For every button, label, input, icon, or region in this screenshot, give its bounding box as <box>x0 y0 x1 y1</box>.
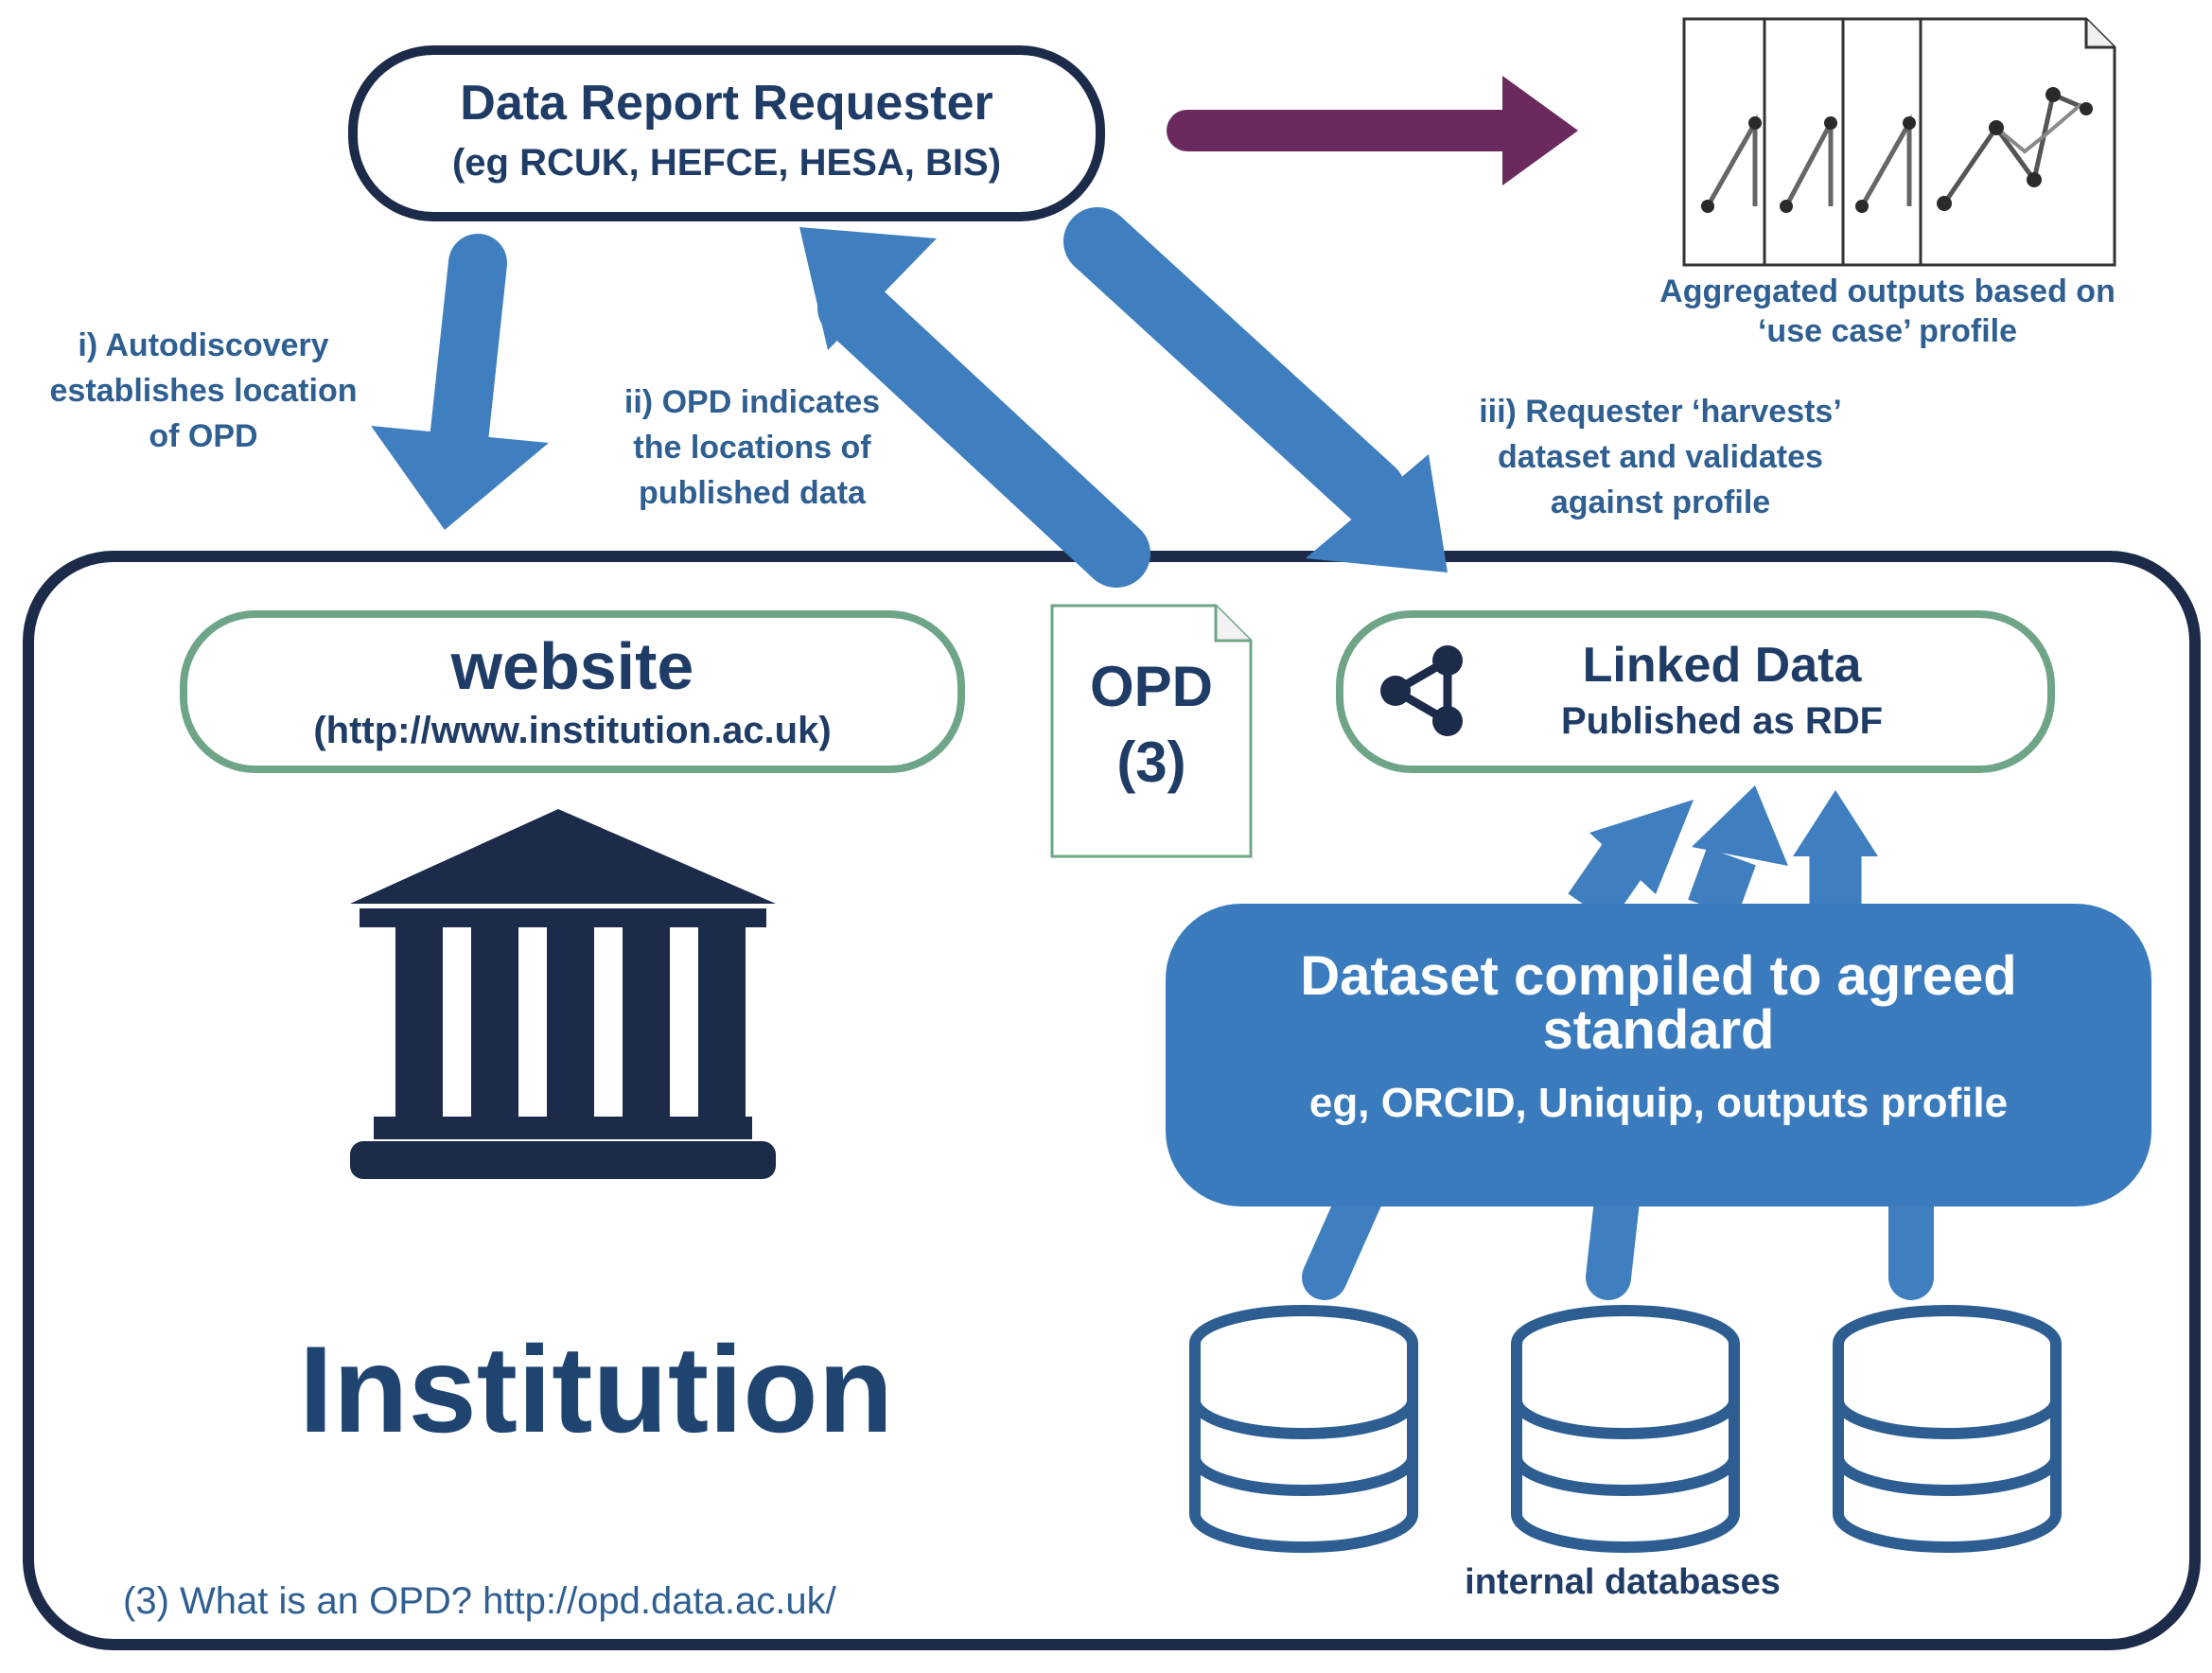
website-url: (http://www.institution.ac.uk) <box>313 710 832 751</box>
database-icon-2 <box>1511 1305 1740 1553</box>
linked-data-box <box>1336 610 2055 773</box>
databases-label: internal databases <box>1465 1562 1781 1602</box>
requester-subtitle: (eg RCUK, HEFCE, HESA, BIS) <box>451 142 1002 184</box>
share-icon <box>1380 645 1463 736</box>
website-title: website <box>450 629 694 703</box>
step1-line1: i) Autodiscovery <box>78 327 329 363</box>
step2-line1: ii) OPD indicates <box>623 384 881 420</box>
arrows-dataset-to-linked-data <box>1568 785 1878 924</box>
dataset-title-line1: Dataset compiled to agreed <box>1300 945 2017 1007</box>
purple-arrow-to-outputs <box>1167 76 1578 185</box>
dataset-box <box>1166 904 2151 1206</box>
arrow-opd-indicates <box>799 227 1150 588</box>
step1-line2: establishes location <box>49 373 358 409</box>
dataset-title-line2: standard <box>1542 999 1775 1061</box>
outputs-caption-line1: Aggregated outputs based on <box>1659 273 2115 309</box>
institution-building-icon <box>350 809 776 1179</box>
output-documents-stack <box>1682 17 2116 267</box>
arrow-requester-harvests <box>1063 207 1448 572</box>
opd-footnote-ref: (3) <box>1116 731 1186 794</box>
database-icon-1 <box>1189 1305 1418 1553</box>
requester-title: Data Report Requester <box>460 76 993 131</box>
opd-label: OPD <box>1089 655 1214 718</box>
step3-line3: against profile <box>1550 484 1771 520</box>
website-box <box>180 610 965 773</box>
footnote: (3) What is an OPD? http://opd.data.ac.u… <box>123 1580 836 1622</box>
step3-line2: dataset and validates <box>1498 439 1823 475</box>
institution-label: Institution <box>298 1320 894 1458</box>
outputs-caption-line2: ‘use case’ profile <box>1757 313 2018 349</box>
arrow-autodiscovery <box>371 234 549 530</box>
opd-document <box>1050 604 1253 858</box>
linked-data-subtitle: Published as RDF <box>1560 700 1884 742</box>
arrows-databases-to-dataset <box>1302 1170 1934 1300</box>
requester-box <box>348 45 1105 221</box>
step2-line2: the locations of <box>633 430 871 466</box>
step2-line3: published data <box>639 475 866 511</box>
step3-line1: iii) Requester ‘harvests’ <box>1479 394 1842 430</box>
dataset-subtitle: eg, ORCID, Uniquip, outputs profile <box>1308 1080 2009 1126</box>
database-icon-3 <box>1833 1305 2062 1553</box>
linked-data-title: Linked Data <box>1582 638 1862 693</box>
step1-line3: of OPD <box>149 418 258 454</box>
